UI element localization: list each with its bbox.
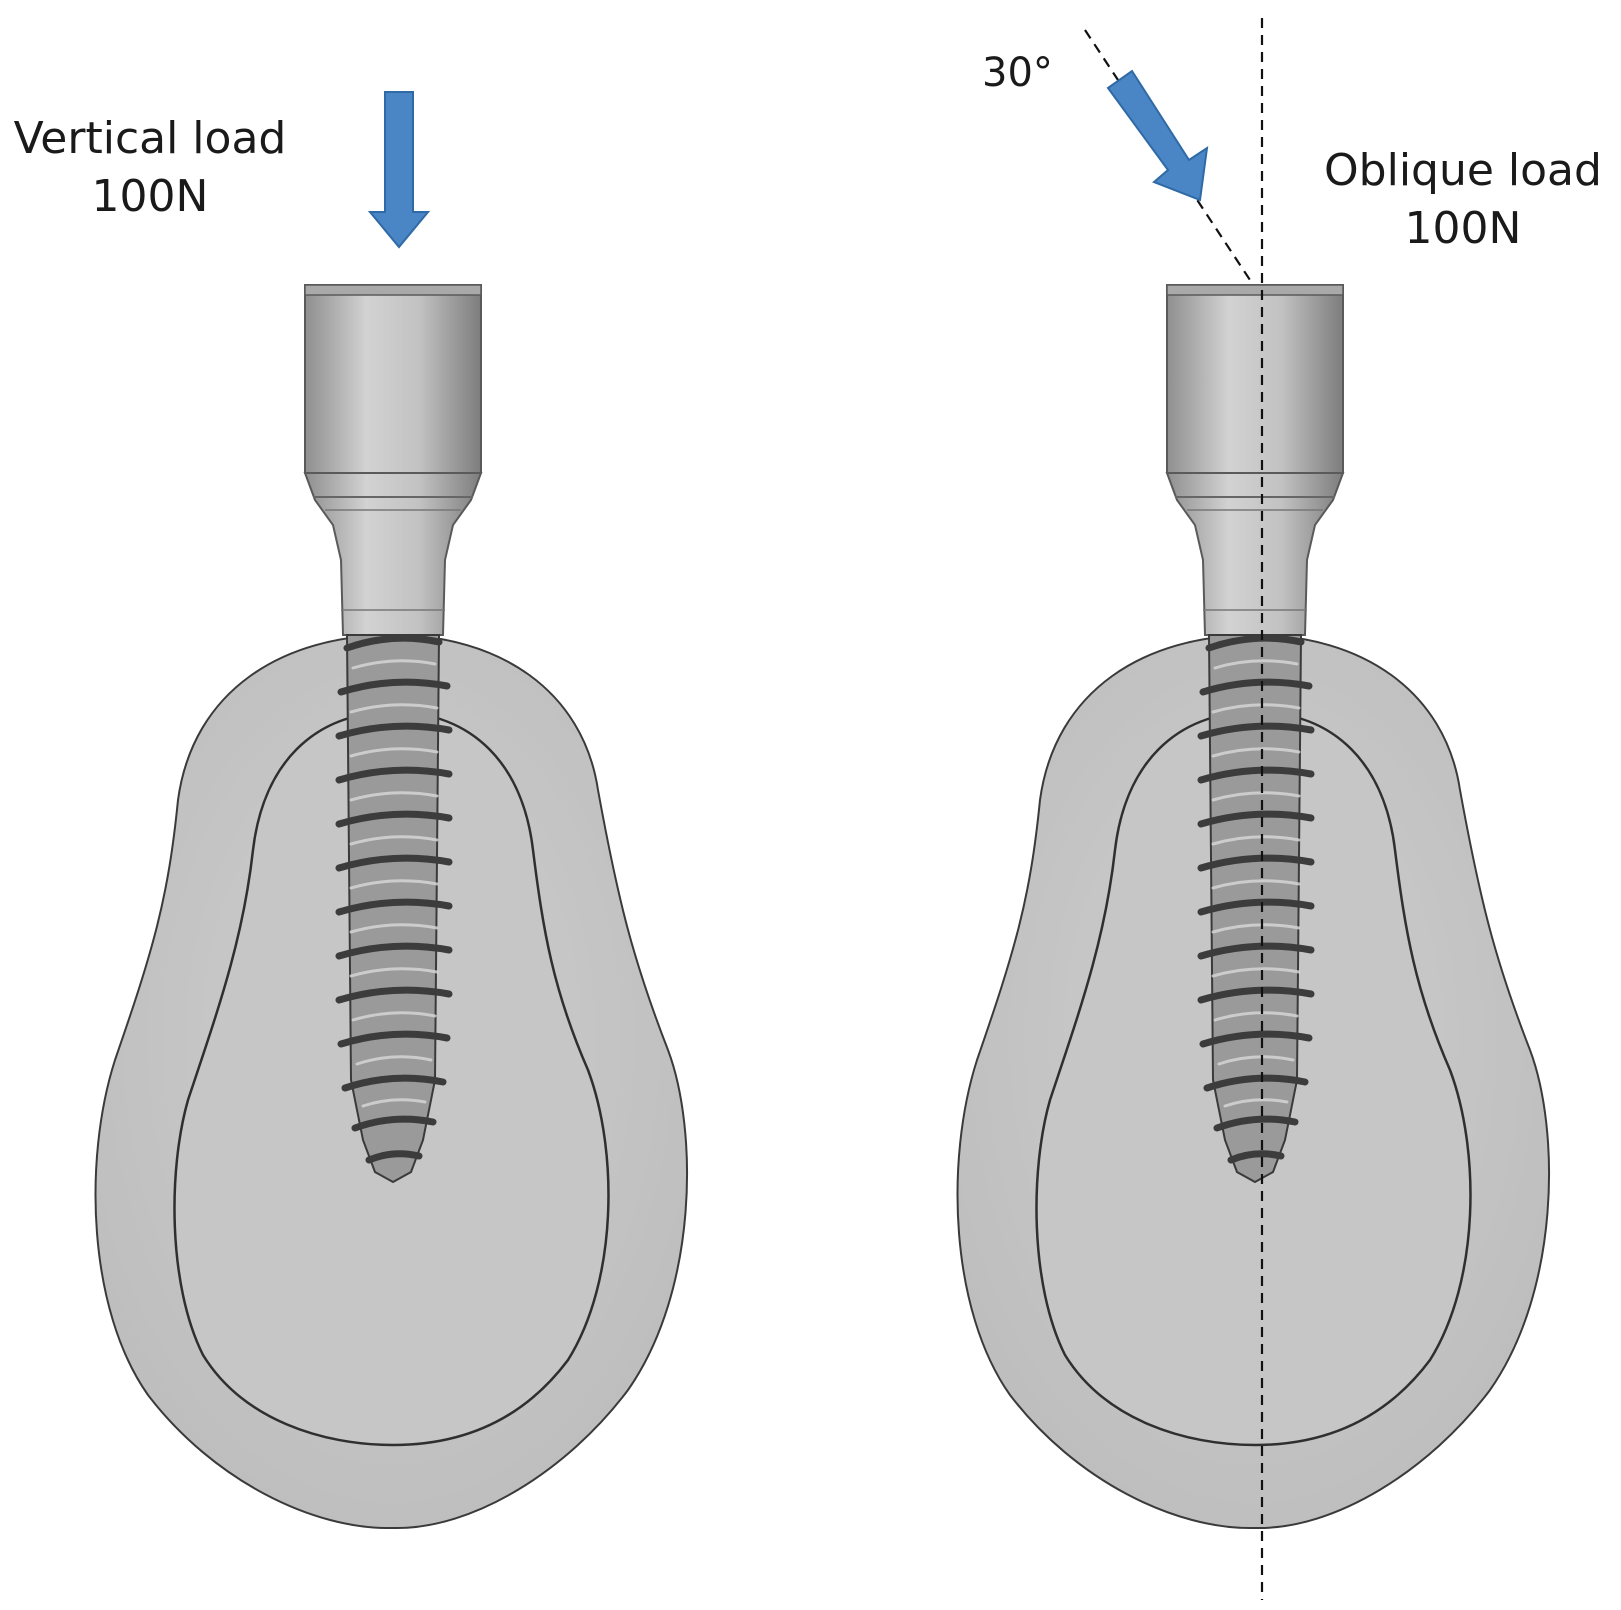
oblique-load-name: Oblique load bbox=[1324, 145, 1602, 196]
oblique-load-value: 100N bbox=[1404, 203, 1522, 254]
angle-label: 30° bbox=[982, 50, 1053, 96]
vertical-load-arrow bbox=[367, 91, 431, 249]
vertical-load-name: Vertical load bbox=[13, 113, 287, 164]
left-implant-model bbox=[96, 285, 688, 1528]
vertical-load-value: 100N bbox=[91, 171, 209, 222]
oblique-load-label: Oblique load 100N bbox=[1318, 142, 1608, 258]
vertical-load-label: Vertical load 100N bbox=[10, 110, 290, 226]
right-implant-model bbox=[958, 285, 1550, 1528]
oblique-load-arrow bbox=[1106, 69, 1209, 202]
